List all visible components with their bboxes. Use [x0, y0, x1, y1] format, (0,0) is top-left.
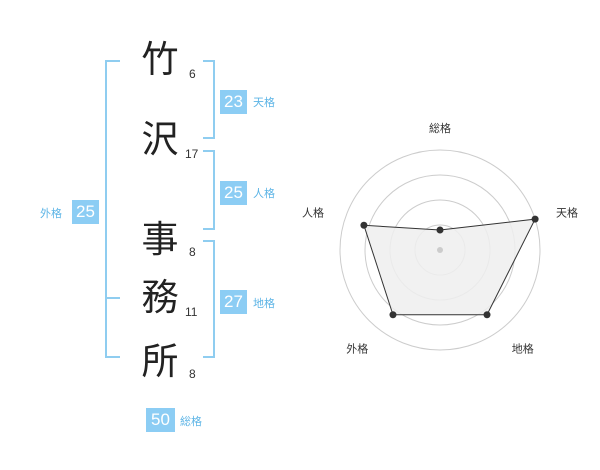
jinkaku-value-badge: 25: [220, 181, 247, 205]
radar-point-1: [436, 226, 444, 234]
jinkaku-bracket: [203, 150, 215, 230]
radar-point-5: [360, 221, 368, 229]
radar-axis-label-4: 外格: [346, 342, 368, 356]
chikaku-label: 地格: [253, 297, 275, 310]
gaikaku-label: 外格: [40, 207, 62, 220]
jinkaku-label: 人格: [253, 187, 275, 200]
radar-axis-label-3: 地格: [512, 342, 534, 356]
radar-point-4: [389, 311, 397, 319]
radar-point-2: [531, 215, 539, 223]
stroke-count-2: 17: [185, 147, 199, 161]
soukaku-label: 総格: [180, 415, 202, 428]
name-char-3: 事: [141, 218, 179, 261]
soukaku-value-badge: 50: [146, 408, 175, 432]
gaikaku-value-badge: 25: [72, 200, 99, 224]
name-char-1: 竹: [141, 38, 179, 81]
stroke-count-1: 6: [189, 67, 196, 81]
radar-axis-label-5: 人格: [302, 205, 324, 219]
radar-center-point: [437, 247, 443, 253]
radar-grid-ring-4: [339, 149, 541, 351]
radar-point-3: [483, 311, 491, 319]
radar-axis-label-2: 天格: [556, 205, 578, 219]
gaikaku-bracket: [105, 60, 120, 358]
radar-series-polygon: [363, 218, 536, 316]
chikaku-bracket: [203, 240, 215, 358]
name-char-5: 所: [141, 340, 179, 383]
name-char-4: 務: [141, 276, 179, 319]
chikaku-value-badge: 27: [220, 290, 247, 314]
radar-axis-label-1: 総格: [429, 121, 451, 135]
name-char-2: 沢: [141, 118, 179, 161]
stroke-count-3: 8: [189, 245, 196, 259]
tenkaku-value-badge: 23: [220, 90, 247, 114]
stroke-count-4: 11: [185, 305, 198, 319]
tenkaku-label: 天格: [253, 96, 275, 109]
stroke-count-5: 8: [189, 367, 196, 381]
tenkaku-bracket: [203, 60, 215, 139]
gaikaku-bracket-mid: [105, 297, 120, 299]
